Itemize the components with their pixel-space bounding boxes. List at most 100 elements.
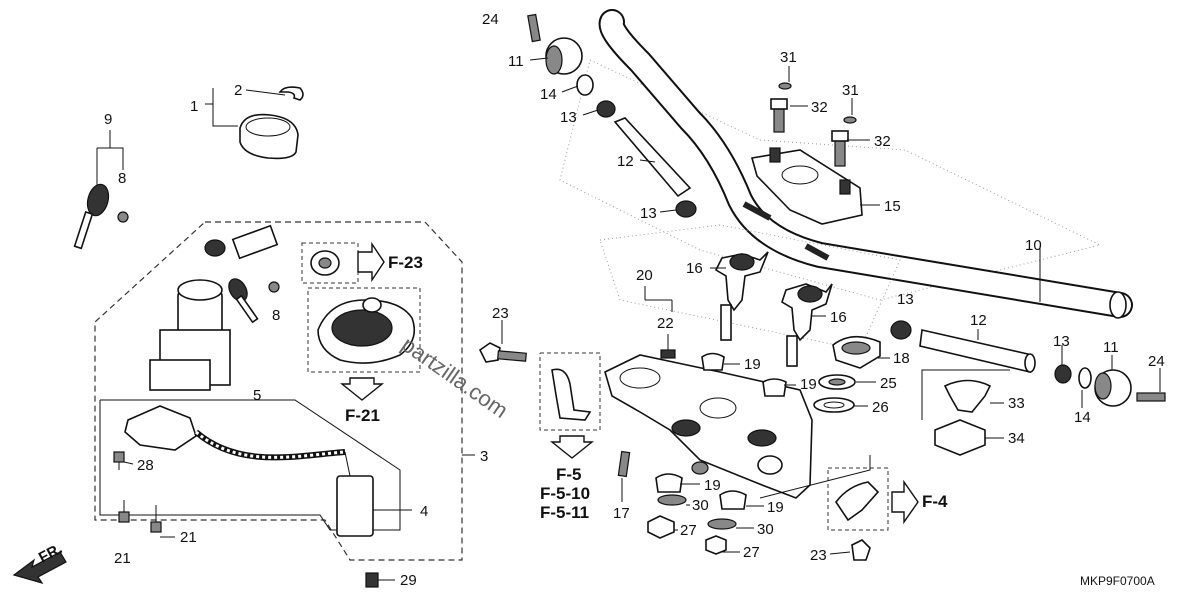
callout-11a: 11 xyxy=(508,53,524,70)
diagram-code: MKP9F0700A xyxy=(1080,574,1155,588)
ref-arrow-f5 xyxy=(550,435,594,459)
rubber-13b[interactable] xyxy=(675,200,697,218)
rubber-19c[interactable] xyxy=(655,473,683,493)
ref-f4[interactable]: F-4 xyxy=(922,492,948,511)
bar-end-weight-right[interactable] xyxy=(1094,369,1132,407)
callout-8a: 8 xyxy=(118,170,126,187)
rubber-19b[interactable] xyxy=(762,378,787,397)
callout-31a: 31 xyxy=(780,49,797,66)
callout-19b: 19 xyxy=(800,376,817,393)
fuel-cap-bolt-part[interactable] xyxy=(310,250,340,276)
callout-10: 10 xyxy=(1025,237,1042,254)
callout-labels: 1 2 9 8 8 5 3 4 28 21 21 29 24 11 14 13 … xyxy=(104,11,1165,589)
screw-28[interactable] xyxy=(113,451,125,470)
handlebar-holder-part[interactable] xyxy=(750,147,863,225)
ref-arrow-f21 xyxy=(340,377,384,401)
callout-30b: 30 xyxy=(757,521,774,538)
bolt-24b[interactable] xyxy=(1136,392,1166,402)
bolt-32a[interactable] xyxy=(770,98,788,133)
washer-26[interactable] xyxy=(813,397,855,413)
clip-22[interactable] xyxy=(660,349,676,359)
callout-16b: 16 xyxy=(830,309,847,326)
callout-27b: 27 xyxy=(743,544,760,561)
fuel-cap-group xyxy=(301,241,421,401)
callout-12b: 12 xyxy=(970,312,987,329)
callout-21a: 21 xyxy=(114,550,131,567)
callout-34: 34 xyxy=(1008,430,1025,447)
handlebar-holder-lower-a[interactable] xyxy=(714,251,769,341)
callout-17: 17 xyxy=(613,505,630,522)
collar-14a[interactable] xyxy=(576,74,594,96)
callout-27a: 27 xyxy=(680,522,697,539)
screw-21a[interactable] xyxy=(118,500,130,523)
washer-25[interactable] xyxy=(818,374,856,390)
ref-f5[interactable]: F-5 xyxy=(556,465,582,484)
callout-5: 5 xyxy=(253,387,261,404)
clip-part-29[interactable] xyxy=(365,572,379,588)
callout-21b: 21 xyxy=(180,529,197,546)
bar-end-weight-left[interactable] xyxy=(545,37,583,75)
washer-part-2[interactable] xyxy=(268,281,280,293)
lock-ring-part[interactable] xyxy=(239,86,304,160)
callout-19a: 19 xyxy=(744,356,761,373)
weight-inner-12a[interactable] xyxy=(613,117,692,198)
callout-31b: 31 xyxy=(842,82,859,99)
washer-31b[interactable] xyxy=(843,116,857,124)
bolt-23b[interactable] xyxy=(851,539,871,561)
callout-14b: 14 xyxy=(1074,409,1091,426)
rubber-13d[interactable] xyxy=(1054,364,1072,384)
steering-nut-18[interactable] xyxy=(832,335,881,369)
ref-f5-11[interactable]: F-5-11 xyxy=(540,503,589,522)
callout-11b: 11 xyxy=(1103,339,1119,356)
ref-arrow-f4 xyxy=(891,479,919,525)
callout-16a: 16 xyxy=(686,260,703,277)
callout-20: 20 xyxy=(636,267,653,284)
key-set-group xyxy=(73,86,475,588)
callout-26: 26 xyxy=(872,399,889,416)
handlebar-holder-lower-b[interactable] xyxy=(781,283,833,367)
screw-21b[interactable] xyxy=(150,505,162,533)
washer-31a[interactable] xyxy=(778,82,792,90)
callout-13c: 13 xyxy=(897,291,914,308)
callout-18: 18 xyxy=(893,350,910,367)
rubber-19d[interactable] xyxy=(719,490,747,510)
rubber-13c[interactable] xyxy=(890,320,912,340)
bolt-17[interactable] xyxy=(617,450,631,478)
nut-34[interactable] xyxy=(934,419,986,456)
ref-f23[interactable]: F-23 xyxy=(388,253,423,272)
callout-1: 1 xyxy=(190,98,198,115)
washer-30a[interactable] xyxy=(657,494,687,506)
ref-f21[interactable]: F-21 xyxy=(345,406,380,425)
collar-14b[interactable] xyxy=(1078,367,1092,389)
top-bridge-part[interactable] xyxy=(604,354,813,499)
ignition-switch-part[interactable] xyxy=(149,224,279,391)
callout-14a: 14 xyxy=(540,86,557,103)
bolt-24a[interactable] xyxy=(527,13,541,43)
bolt-32b[interactable] xyxy=(831,130,849,167)
callout-12a: 12 xyxy=(617,153,634,170)
fuel-cap-part[interactable] xyxy=(317,297,416,364)
washer-part[interactable] xyxy=(117,211,129,223)
callout-9: 9 xyxy=(104,111,112,128)
callout-13a: 13 xyxy=(560,109,577,126)
key-part[interactable] xyxy=(73,182,112,250)
nut-27b[interactable] xyxy=(705,535,727,555)
callout-33: 33 xyxy=(1008,395,1025,412)
callout-8b: 8 xyxy=(272,307,280,324)
nut-27a[interactable] xyxy=(647,515,675,539)
bolt-23a[interactable] xyxy=(478,342,527,363)
callout-3: 3 xyxy=(480,448,488,465)
callout-28: 28 xyxy=(137,457,154,474)
washer-30b[interactable] xyxy=(707,518,737,530)
collar-33[interactable] xyxy=(943,379,992,413)
weight-inner-12b[interactable] xyxy=(919,329,1036,373)
switch-harness-part[interactable] xyxy=(124,405,374,537)
handlebar-part[interactable] xyxy=(598,9,1133,319)
rubber-13a[interactable] xyxy=(596,100,616,118)
callout-4: 4 xyxy=(420,503,428,520)
callout-22: 22 xyxy=(657,315,674,332)
callout-2: 2 xyxy=(234,82,242,99)
ref-f5-10[interactable]: F-5-10 xyxy=(540,484,590,503)
rubber-19a[interactable] xyxy=(701,352,725,371)
